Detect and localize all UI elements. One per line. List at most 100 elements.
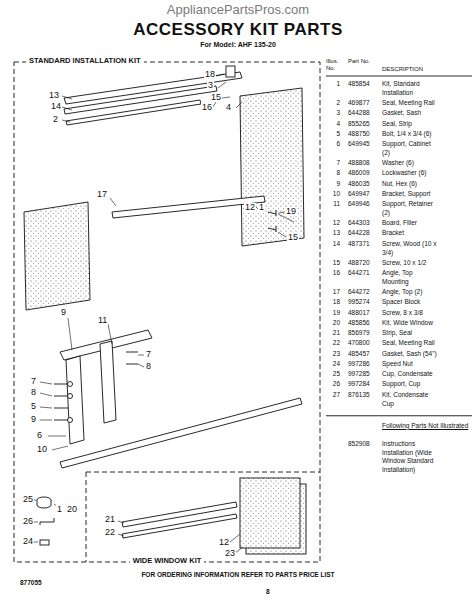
- callout-number: 10: [36, 445, 48, 454]
- part-description: Screw, Wood (10 x 3/4): [382, 240, 440, 258]
- part-number: 876135: [348, 391, 370, 400]
- callout-number: 7: [30, 377, 37, 386]
- item-number: 8: [326, 169, 340, 178]
- callout-number: 16: [201, 103, 213, 112]
- callout-number: 15: [210, 93, 222, 102]
- callout-number: 3: [207, 81, 214, 90]
- item-number: 19: [326, 309, 340, 318]
- callout-number: 9: [60, 308, 67, 317]
- part-number: 488808: [348, 159, 370, 168]
- callout-number: 18: [204, 70, 216, 79]
- part-number: 488720: [348, 259, 370, 268]
- item-number: 12: [326, 219, 340, 228]
- callout-number: 5: [30, 402, 37, 411]
- callout-number: 9: [30, 415, 37, 424]
- part-description: Kit, Condensate Cup: [382, 391, 440, 409]
- part-number: 644288: [348, 109, 370, 118]
- part-number: 649947: [348, 190, 370, 199]
- part-number: 995274: [348, 298, 370, 307]
- part-number: 486009: [348, 169, 370, 178]
- leader-lines: [34, 74, 294, 553]
- model-label: For Model: AHF 135-20: [0, 41, 476, 49]
- item-number: 24: [326, 360, 340, 369]
- callout-number: 20: [66, 505, 78, 514]
- kit-heading: WIDE WINDOW KIT: [130, 557, 205, 566]
- part-description: Kit, Standard Installation: [382, 80, 440, 98]
- part-description: Spacer Block: [382, 298, 440, 307]
- callout-number: 17: [96, 190, 108, 199]
- item-number: 10: [326, 190, 340, 199]
- callout-number: 26: [22, 517, 34, 526]
- part-description: Support, Cabinet (2): [382, 140, 440, 158]
- item-number: 6: [326, 140, 340, 149]
- part-number: 997284: [348, 380, 370, 389]
- item-number: 26: [326, 380, 340, 389]
- part-description: Screw, 8 x 3/8: [382, 309, 440, 318]
- part-number: 486035: [348, 180, 370, 189]
- callout-number: 1: [56, 505, 63, 514]
- item-number: 23: [326, 350, 340, 359]
- footer-text: 8: [266, 588, 270, 595]
- part-description: Nut, Hex (6): [382, 180, 440, 189]
- callout-number: 8: [30, 388, 37, 397]
- callout-number: 8: [145, 362, 152, 371]
- footer-text: FOR ORDERING INFORMATION REFER TO PARTS …: [141, 571, 334, 578]
- part-description: Gasket, Sash (54"): [382, 350, 440, 359]
- watermark: AppliancePartsPros.com: [0, 3, 476, 18]
- callout-number: 4: [225, 103, 232, 112]
- page-title: ACCESSORY KIT PARTS: [0, 20, 476, 40]
- item-number: 7: [326, 159, 340, 168]
- part-number: 997285: [348, 370, 370, 379]
- part-description: Washer (6): [382, 159, 440, 168]
- part-number: 488017: [348, 309, 370, 318]
- part-number: 856979: [348, 329, 370, 338]
- part-number: 644271: [348, 269, 370, 278]
- part-number: 485457: [348, 350, 370, 359]
- item-number: 5: [326, 130, 340, 139]
- standard-kit-parts: [24, 66, 304, 468]
- callout-number: 22: [104, 528, 116, 537]
- item-number: 21: [326, 329, 340, 338]
- part-description: Angle, Top Mounting: [382, 269, 440, 287]
- part-number: 644228: [348, 229, 370, 238]
- part-description: Board, Filler: [382, 219, 440, 228]
- item-number: 2: [326, 99, 340, 108]
- table-rules: [326, 76, 472, 416]
- item-number: 3: [326, 109, 340, 118]
- callout-number: 6: [36, 431, 43, 440]
- item-number: 15: [326, 259, 340, 268]
- part-number: 485856: [348, 319, 370, 328]
- part-description: Screw, 10 x 1/2: [382, 259, 440, 268]
- callout-number: 14: [50, 102, 62, 111]
- part-description: Support, Cup: [382, 380, 440, 389]
- item-number: 27: [326, 391, 340, 400]
- callout-number: 2: [52, 115, 59, 124]
- part-number: 855265: [348, 120, 370, 129]
- callout-number: 15: [287, 233, 299, 242]
- kit-heading: STANDARD INSTALLATION KIT: [26, 57, 144, 66]
- kit-boundary: [14, 62, 320, 562]
- callout-number: 7: [145, 350, 152, 359]
- part-description: Lockwasher (6): [382, 169, 440, 178]
- table-header: Illus. No.: [326, 58, 344, 72]
- part-number: 644303: [348, 219, 370, 228]
- table-header: Part No.: [348, 58, 370, 65]
- part-number: 470800: [348, 339, 370, 348]
- part-description: Support, Retainer (2): [382, 200, 440, 218]
- item-number: 13: [326, 229, 340, 238]
- callout-number: 11: [97, 316, 108, 325]
- part-description: Seal, Meeting Rail: [382, 339, 440, 348]
- item-number: 18: [326, 298, 340, 307]
- part-description: Bolt, 1/4 x 3/4 (6): [382, 130, 440, 139]
- callout-number: 1: [258, 203, 265, 212]
- part-description: Speed Nut: [382, 360, 440, 369]
- part-description: Kit, Wide Window: [382, 319, 440, 328]
- part-number: 485854: [348, 80, 370, 89]
- callout-number: 24: [22, 537, 34, 546]
- callout-number: 13: [48, 91, 60, 100]
- part-description: Cup, Condensate: [382, 370, 440, 379]
- part-number: 644272: [348, 288, 370, 297]
- table-header: DESCRIPTION: [382, 66, 423, 73]
- item-number: 11: [326, 200, 340, 209]
- callout-number: 23: [224, 549, 236, 558]
